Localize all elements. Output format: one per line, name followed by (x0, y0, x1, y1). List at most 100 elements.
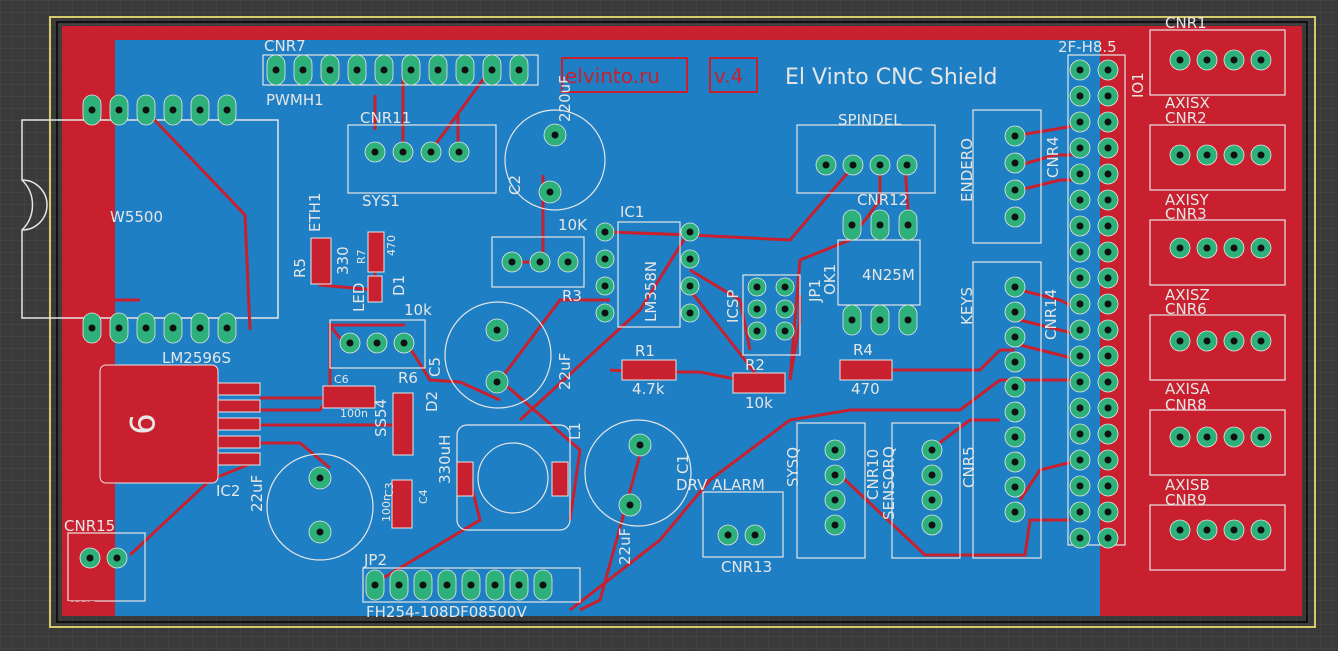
label-eth1: ETH1 (306, 193, 324, 232)
pad-hole (753, 283, 761, 291)
pad-hole (1011, 186, 1019, 194)
pad-hole (508, 258, 516, 266)
pad-hole (115, 106, 123, 114)
pad-hole (1011, 458, 1019, 466)
label-c6v: 100n (340, 407, 368, 420)
pad-hole (1104, 274, 1112, 282)
pad-hole (1230, 56, 1238, 64)
pad-hole (1076, 274, 1084, 282)
pad-hole (1104, 430, 1112, 438)
pad-hole (1203, 244, 1211, 252)
pad-hole (493, 378, 501, 386)
pad-hole (724, 531, 732, 539)
pad-hole (1011, 308, 1019, 316)
pad-hole (1176, 244, 1184, 252)
pad-hole (395, 581, 403, 589)
component-outlines (67, 29, 1286, 603)
pad-hole (1230, 244, 1238, 252)
pad-hole (686, 228, 694, 236)
label-c2v: 220uF (556, 75, 574, 122)
pad-hole (831, 496, 839, 504)
pad-hole (1076, 66, 1084, 74)
pad-hole (407, 66, 415, 74)
pad-hole (1104, 352, 1112, 360)
pad-hole (515, 66, 523, 74)
pad-hole (434, 66, 442, 74)
pad-hole (1230, 151, 1238, 159)
pad-hole (419, 581, 427, 589)
pad-hole (223, 324, 231, 332)
pad-hole (1076, 300, 1084, 308)
pad-hole (196, 106, 204, 114)
label-c4: C4 (417, 489, 430, 504)
pad-hole (546, 188, 554, 196)
pad-hole (1104, 326, 1112, 334)
label-lm2596: LM2596S (162, 349, 231, 367)
pad-hole (380, 66, 388, 74)
pad-hole (1076, 326, 1084, 334)
pad-hole (326, 66, 334, 74)
pad-hole (400, 339, 408, 347)
pad-hole (1104, 170, 1112, 178)
label-pwr: PWR (64, 598, 98, 616)
label-c1: C1 (674, 454, 692, 474)
label-c5: C5 (426, 357, 444, 377)
pad-hole (822, 161, 830, 169)
board-title: El Vinto CNC Shield (785, 65, 998, 90)
pad-hole (142, 324, 150, 332)
pad-hole (493, 326, 501, 334)
label-r4: R4 (853, 341, 873, 359)
pad-hole (1104, 482, 1112, 490)
pad-hole (316, 474, 324, 482)
pad-hole (928, 521, 936, 529)
pad-hole (88, 106, 96, 114)
pad-hole (1203, 337, 1211, 345)
label-axisc: AXISC (1165, 571, 1210, 589)
label-jp1: JP1 (806, 279, 824, 303)
pad-hole (1011, 383, 1019, 391)
pad-hole (1104, 196, 1112, 204)
label-cnr7: CNR7 (264, 37, 306, 55)
label-cnr8: CNR8 (1165, 396, 1207, 414)
pad-hole (1257, 526, 1265, 534)
label-ic1: IC1 (620, 203, 644, 221)
pad-hole (831, 471, 839, 479)
label-r1v: 4.7k (632, 380, 665, 398)
label-l1v: 330uH (436, 435, 454, 484)
label-n25: 4N25M (862, 266, 915, 284)
pad-hole (848, 316, 856, 324)
pad-hole (1203, 433, 1211, 441)
pad-hole (1176, 433, 1184, 441)
pad-hole (443, 581, 451, 589)
pad-hole (753, 305, 761, 313)
label-sysq: SYSQ (784, 447, 802, 487)
label-r7: R7 (355, 249, 368, 264)
board-edge-inner (56, 21, 1308, 623)
pad-hole (1257, 337, 1265, 345)
label-io1: IO1 (1129, 72, 1147, 98)
pad-hole (928, 446, 936, 454)
pad-hole (1076, 222, 1084, 230)
label-c6: C6 (334, 373, 349, 386)
pad-hole (1257, 151, 1265, 159)
pad-hole (686, 309, 694, 317)
pad-hole (876, 161, 884, 169)
pad-hole (1076, 248, 1084, 256)
pad-hole (1104, 118, 1112, 126)
pad-hole (196, 324, 204, 332)
pad-hole (223, 106, 231, 114)
pad-hole (1011, 358, 1019, 366)
label-c2: C2 (506, 175, 524, 195)
label-cnr15: CNR15 (64, 517, 115, 535)
pad-hole (1011, 508, 1019, 516)
label-endero: ENDERO (958, 138, 976, 202)
pad-hole (1011, 213, 1019, 221)
smd-parts (310, 231, 893, 529)
label-cnr2: CNR2 (1165, 109, 1207, 127)
ic2-pins (217, 382, 261, 466)
pad-hole (1104, 456, 1112, 464)
label-pwmh1: PWMH1 (266, 91, 324, 109)
label-cnr5: CNR5 (960, 446, 978, 488)
label-r4v: 470 (851, 380, 880, 398)
